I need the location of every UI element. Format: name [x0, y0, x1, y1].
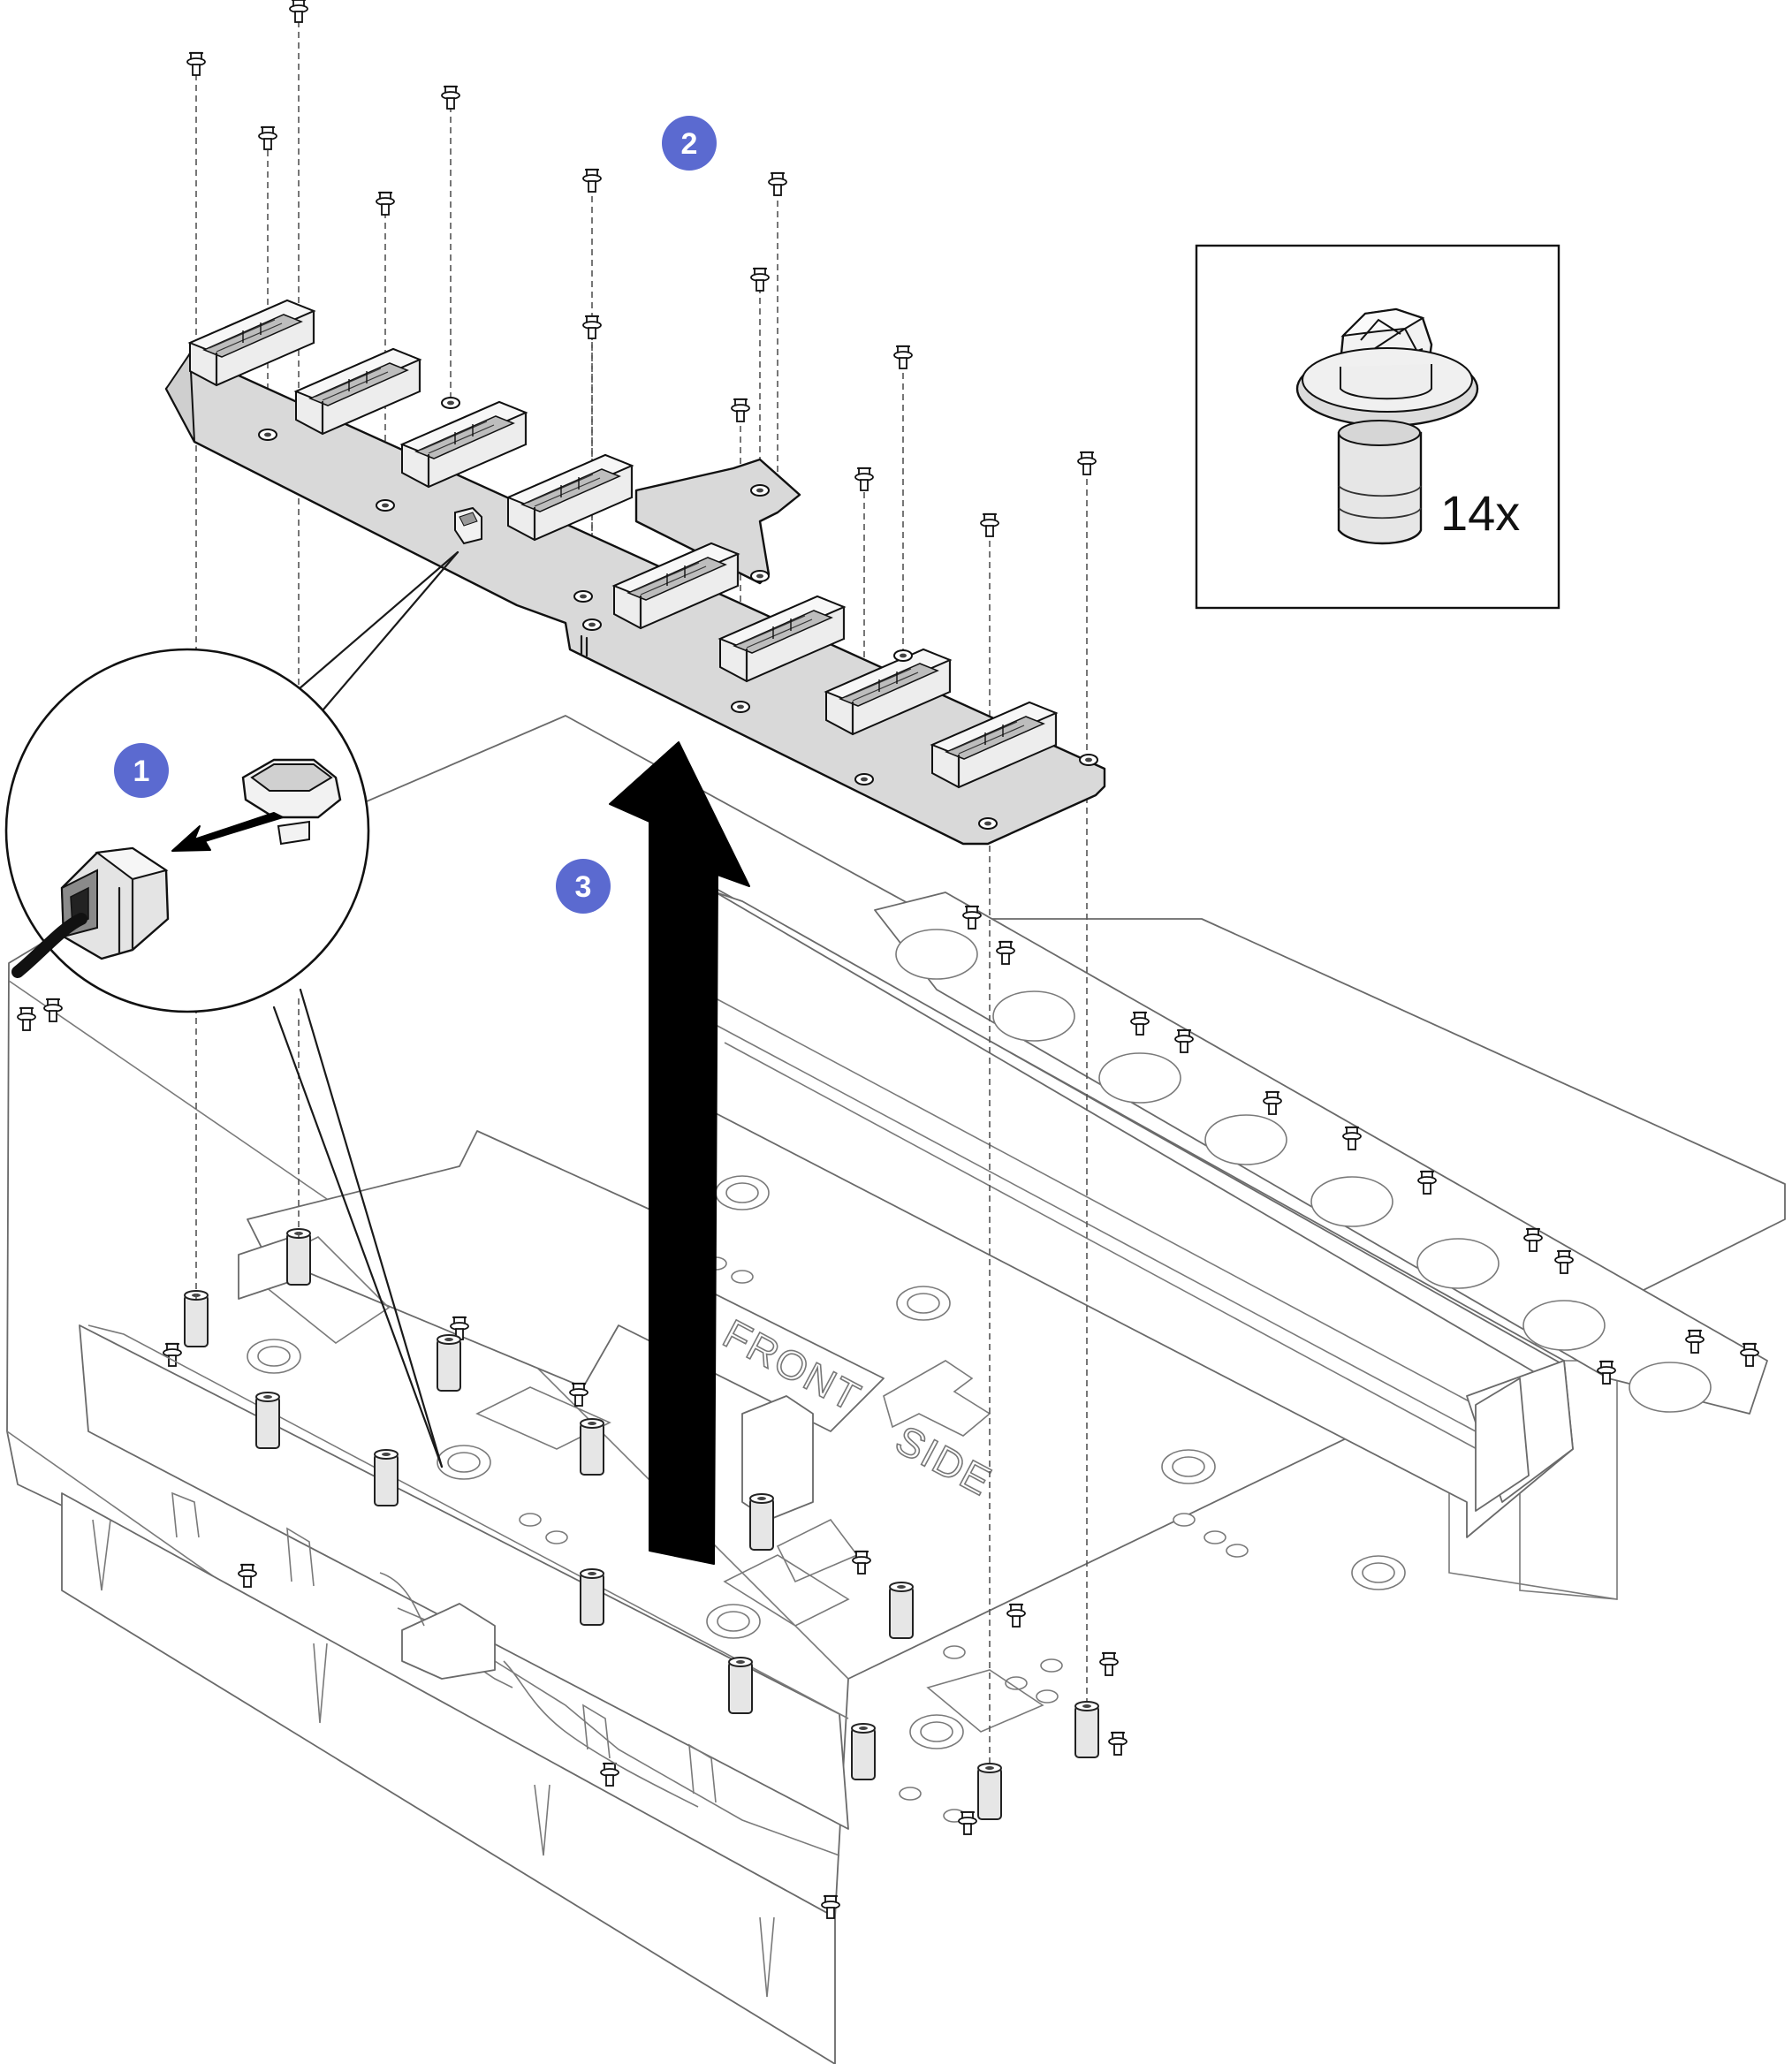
step-number: 1: [133, 755, 150, 788]
lift-up-arrow[interactable]: [609, 741, 750, 1565]
step-badge-2: 2: [662, 116, 717, 171]
step-number: 3: [575, 870, 592, 904]
screw-inset-box: 14x: [1195, 244, 1560, 610]
screw-count-label: 14x: [1440, 485, 1520, 541]
step-number: 2: [681, 127, 698, 161]
cable-detail-callout: [4, 550, 459, 1468]
step-badge-3: 3: [556, 859, 611, 914]
step-badge-1: 1: [114, 743, 169, 798]
screw-icon: [1295, 307, 1479, 545]
cable-bracket-wall: [79, 1324, 849, 1856]
backplane-board: [164, 299, 1106, 846]
